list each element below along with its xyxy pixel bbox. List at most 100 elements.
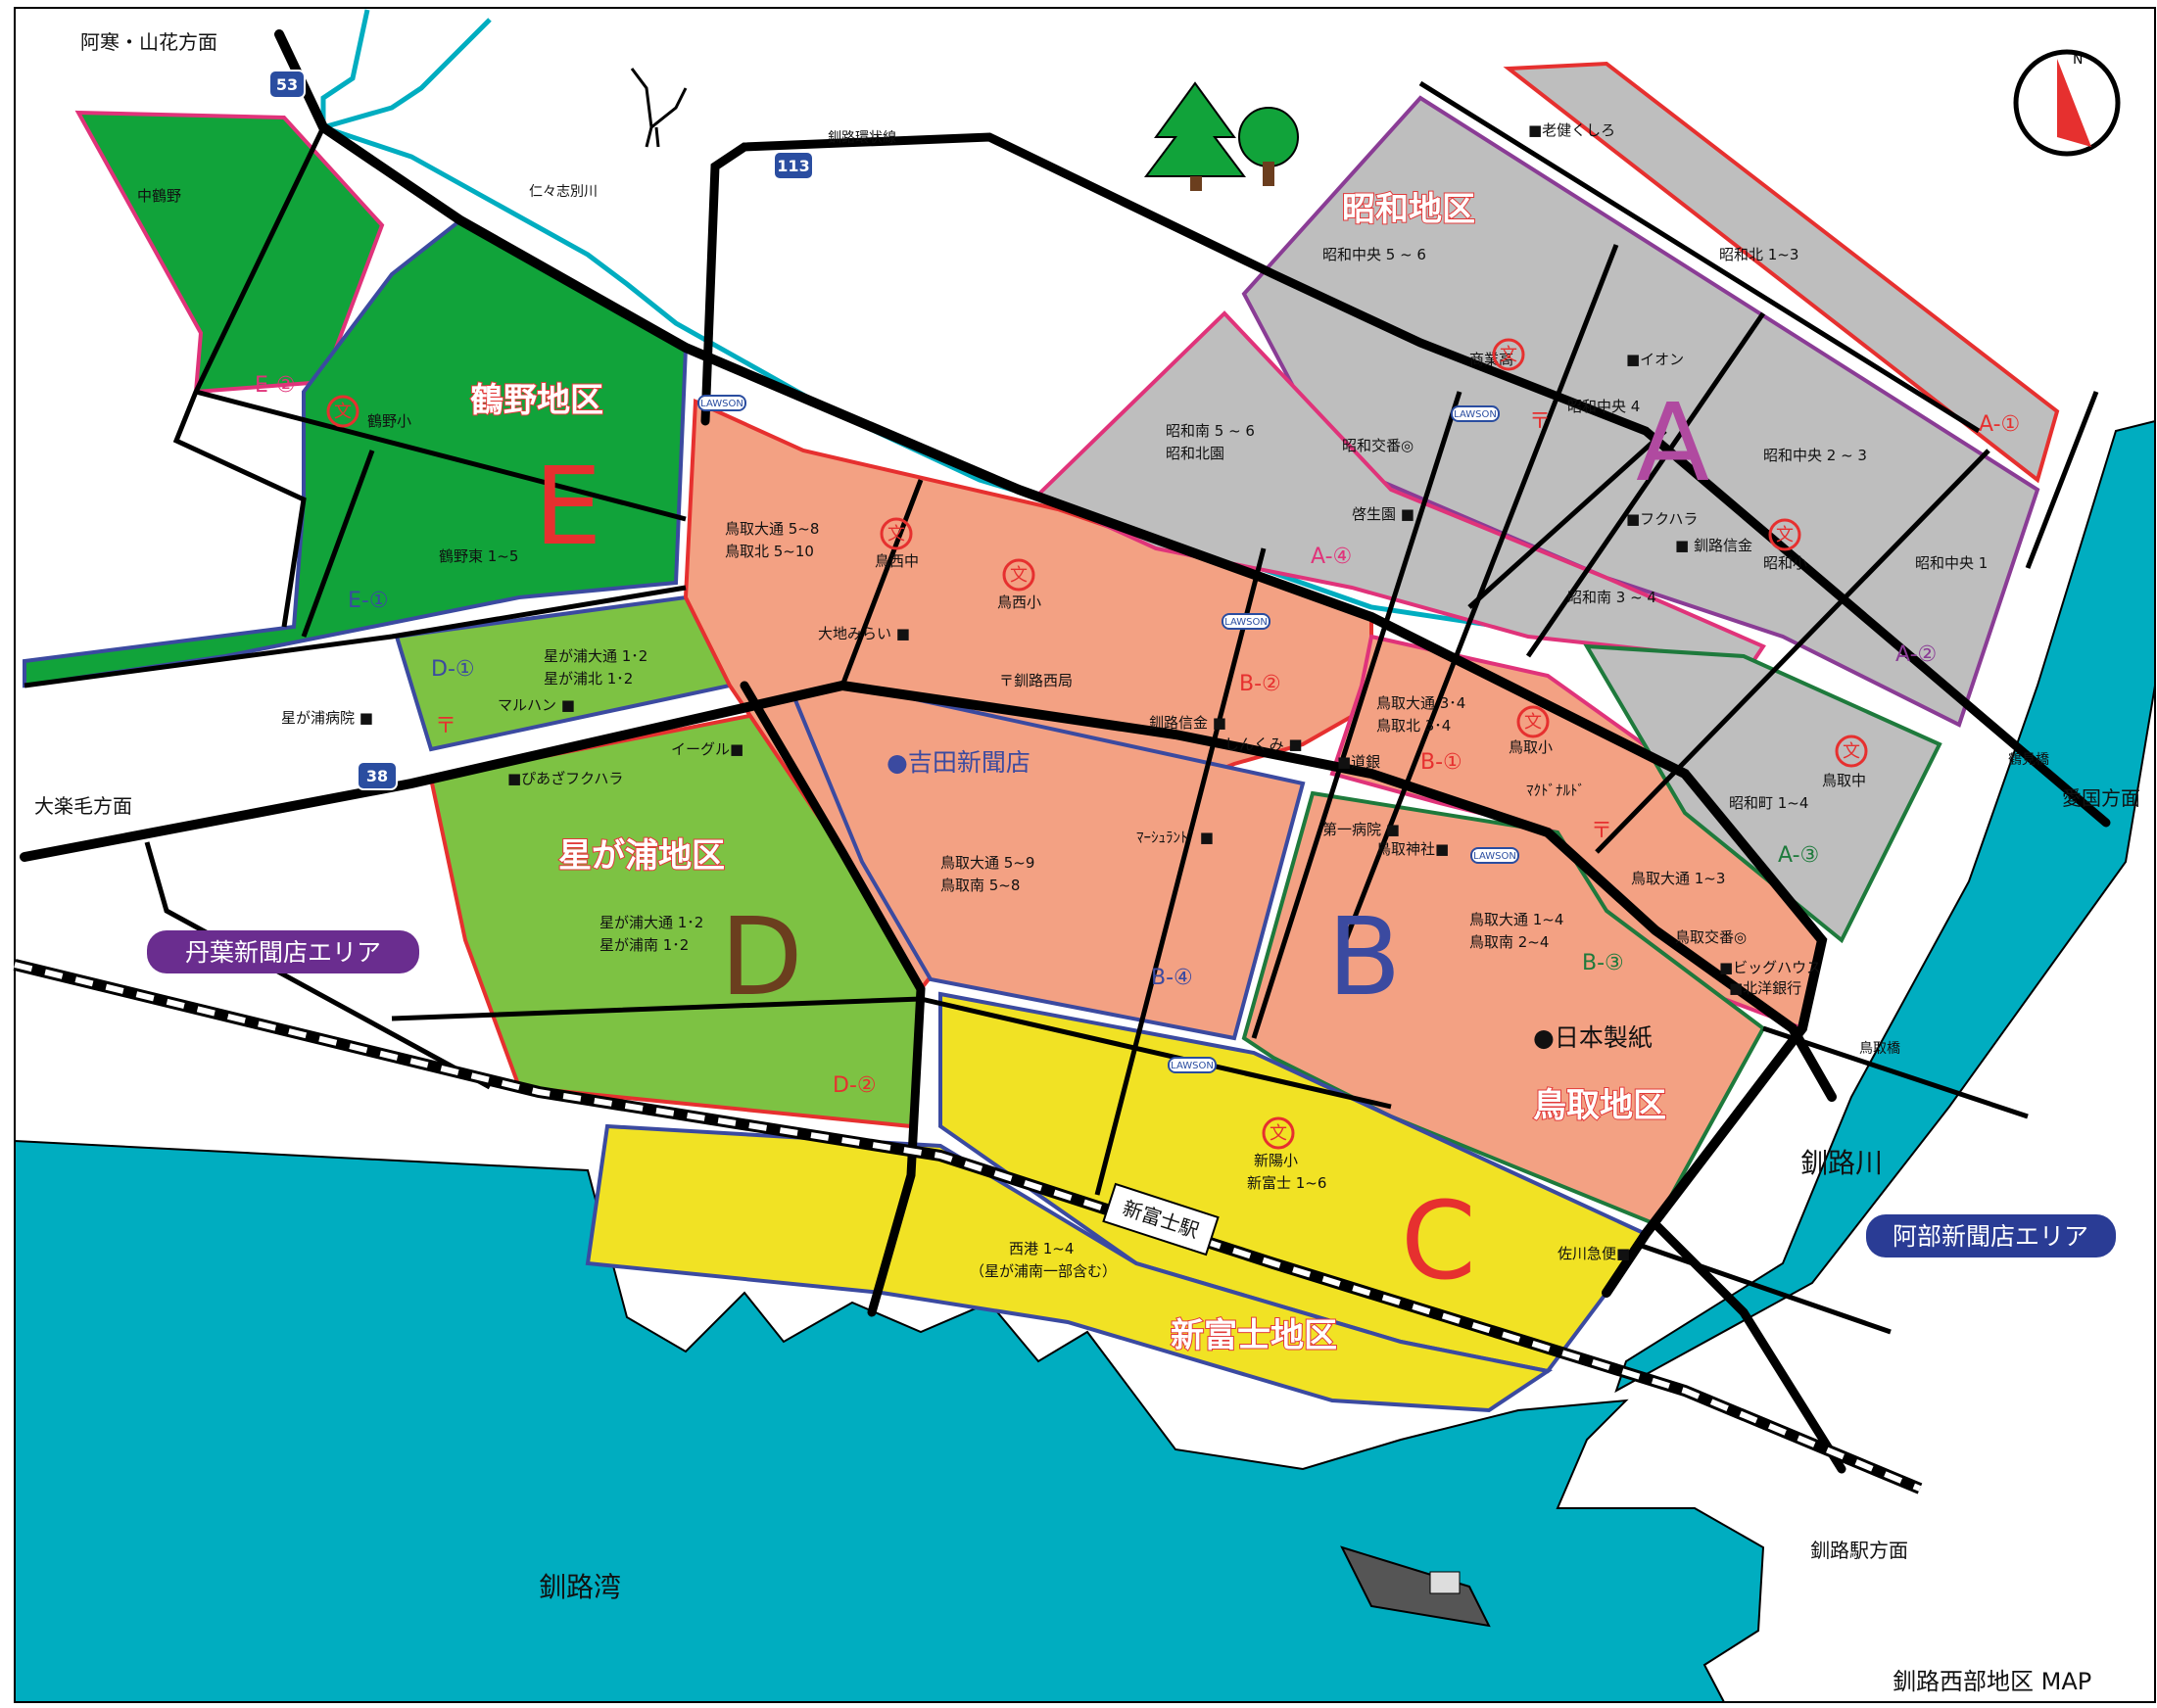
svg-text:鶴見橋: 鶴見橋 bbox=[2008, 751, 2049, 768]
svg-text:■ぴあざフクハラ: ■ぴあざフクハラ bbox=[507, 770, 623, 787]
svg-text:〒: 〒 bbox=[1529, 409, 1551, 434]
svg-text:商業高: 商業高 bbox=[1469, 351, 1513, 368]
svg-text:〒: 〒 bbox=[435, 714, 456, 738]
district-letter-c: C bbox=[1401, 1178, 1476, 1304]
district-a3 bbox=[1583, 643, 1942, 944]
svg-text:昭和南 3 ~ 4: 昭和南 3 ~ 4 bbox=[1567, 589, 1656, 606]
subarea-d1: D-① bbox=[431, 657, 475, 682]
svg-text:●吉田新聞店: ●吉田新聞店 bbox=[887, 748, 1031, 777]
subarea-a3: A-③ bbox=[1778, 843, 1819, 868]
svg-text:■道銀: ■道銀 bbox=[1337, 753, 1380, 771]
svg-text:LAWSON: LAWSON bbox=[1171, 1061, 1214, 1071]
svg-text:釧路駅方面: 釧路駅方面 bbox=[1810, 1539, 1908, 1562]
svg-text:昭和中央 4: 昭和中央 4 bbox=[1567, 398, 1640, 415]
svg-text:LAWSON: LAWSON bbox=[1473, 851, 1516, 862]
ship-illustration bbox=[1340, 1545, 1491, 1628]
map-title: 釧路西部地区 MAP bbox=[1893, 1668, 2091, 1695]
svg-text:■フクハラ: ■フクハラ bbox=[1626, 510, 1698, 528]
district-name-c: 新富士地区 bbox=[1171, 1316, 1337, 1355]
subarea-e2: E-② bbox=[255, 373, 296, 398]
svg-text:昭和交番◎: 昭和交番◎ bbox=[1342, 437, 1414, 454]
svg-text:鳥取南 2~4: 鳥取南 2~4 bbox=[1469, 933, 1549, 951]
district-a1 bbox=[1503, 61, 2060, 484]
place-labels: ■老健くしろ ■イオン 商業高 昭和交番◎ 啓生園 ■ ■フクハラ ■ 釧路信金… bbox=[281, 121, 1866, 1262]
svg-text:昭和町 1~4: 昭和町 1~4 bbox=[1729, 794, 1808, 812]
svg-text:鳥取南 5~8: 鳥取南 5~8 bbox=[940, 877, 1020, 894]
svg-text:鶴野小: 鶴野小 bbox=[367, 412, 411, 430]
svg-text:釧路川: 釧路川 bbox=[1800, 1147, 1883, 1179]
district-c bbox=[938, 991, 1649, 1374]
svg-text:釧路信金 ■: 釧路信金 ■ bbox=[1149, 714, 1226, 732]
district-letter-b: B bbox=[1327, 894, 1401, 1020]
svg-text:〒釧路西局: 〒釧路西局 bbox=[999, 672, 1073, 689]
svg-text:昭和小: 昭和小 bbox=[1763, 554, 1807, 572]
svg-text:星が浦大通 1･2: 星が浦大通 1･2 bbox=[599, 914, 703, 931]
svg-text:■ 釧路信金: ■ 釧路信金 bbox=[1675, 537, 1752, 554]
post-office-markers: 〒 〒 〒 bbox=[435, 409, 1612, 843]
lawson-markers: LAWSON LAWSON LAWSON LAWSON LAWSON bbox=[697, 395, 1519, 1073]
svg-text:文: 文 bbox=[1500, 345, 1517, 365]
svg-text:ﾏｸﾄﾞﾅﾙﾄﾞ: ﾏｸﾄﾞﾅﾙﾄﾞ bbox=[1526, 782, 1585, 799]
svg-text:第一病院 ■: 第一病院 ■ bbox=[1322, 821, 1400, 838]
area-labels: 昭和北 1~3 昭和中央 5 ~ 6 昭和中央 4 昭和中央 2 ~ 3 昭和中… bbox=[137, 187, 1988, 1280]
subarea-e1: E-① bbox=[348, 589, 389, 613]
svg-text:阿部新聞店エリア: 阿部新聞店エリア bbox=[1893, 1222, 2088, 1251]
district-name-b: 鳥取地区 bbox=[1533, 1086, 1666, 1125]
route-38-shield: 38 bbox=[357, 761, 398, 790]
svg-text:鳥取大通 1~3: 鳥取大通 1~3 bbox=[1631, 870, 1725, 887]
svg-text:イーグル■: イーグル■ bbox=[671, 740, 743, 758]
tanba-area-badge: 丹葉新聞店エリア bbox=[147, 930, 419, 973]
svg-text:仁々志別川: 仁々志別川 bbox=[529, 184, 598, 200]
svg-text:阿寒・山花方面: 阿寒・山花方面 bbox=[80, 30, 217, 54]
district-c-west bbox=[585, 1123, 1554, 1413]
svg-text:釧路環状線: 釧路環状線 bbox=[828, 130, 896, 146]
svg-text:星が浦北 1･2: 星が浦北 1･2 bbox=[544, 670, 633, 688]
svg-text:●日本製紙: ●日本製紙 bbox=[1533, 1023, 1653, 1052]
kushiro-bay bbox=[14, 1139, 1765, 1703]
subarea-d2: D-② bbox=[833, 1073, 877, 1098]
svg-text:丹葉新聞店エリア: 丹葉新聞店エリア bbox=[185, 938, 381, 967]
svg-text:（星が浦南一部含む）: （星が浦南一部含む） bbox=[970, 1262, 1117, 1280]
subarea-b3: B-③ bbox=[1582, 951, 1624, 975]
svg-text:昭和北園: 昭和北園 bbox=[1166, 445, 1224, 462]
svg-text:■イオン: ■イオン bbox=[1626, 351, 1684, 368]
svg-text:38: 38 bbox=[366, 767, 388, 785]
svg-text:■老健くしろ: ■老健くしろ bbox=[1528, 121, 1615, 139]
svg-text:LAWSON: LAWSON bbox=[700, 399, 743, 409]
svg-text:星が浦南 1･2: 星が浦南 1･2 bbox=[599, 936, 689, 954]
svg-text:文: 文 bbox=[1270, 1123, 1287, 1144]
district-letter-a: A bbox=[1636, 380, 1709, 505]
district-letter-d: D bbox=[720, 894, 803, 1020]
svg-text:昭和南 5 ~ 6: 昭和南 5 ~ 6 bbox=[1166, 422, 1255, 440]
svg-text:しんくみ ■: しんくみ ■ bbox=[1224, 735, 1303, 753]
svg-text:マルハン ■: マルハン ■ bbox=[498, 696, 575, 714]
direction-labels: 阿寒・山花方面 大楽毛方面 愛国方面 釧路駅方面 釧路湾 釧路川 仁々志別川 釧… bbox=[34, 30, 2140, 1603]
svg-text:新陽小: 新陽小 bbox=[1254, 1152, 1298, 1169]
svg-text:鳥取神社■: 鳥取神社■ bbox=[1376, 840, 1449, 858]
svg-text:鳥取北 5~10: 鳥取北 5~10 bbox=[725, 543, 814, 560]
district-letter-e: E bbox=[534, 444, 602, 569]
svg-text:鳥取北 3･4: 鳥取北 3･4 bbox=[1376, 717, 1451, 735]
svg-text:昭和中央 2 ~ 3: 昭和中央 2 ~ 3 bbox=[1763, 447, 1867, 464]
route-53-shield: 53 bbox=[268, 70, 306, 99]
svg-text:文: 文 bbox=[1524, 712, 1542, 733]
svg-text:ﾏｰｼｭﾗﾝﾄﾞ ■: ﾏｰｼｭﾗﾝﾄﾞ ■ bbox=[1136, 829, 1214, 846]
subarea-a2: A-② bbox=[1895, 642, 1937, 667]
svg-text:中鶴野: 中鶴野 bbox=[137, 187, 181, 205]
svg-text:鳥取交番◎: 鳥取交番◎ bbox=[1675, 928, 1747, 946]
main-roads bbox=[20, 29, 2111, 1474]
svg-text:鳥取橋: 鳥取橋 bbox=[1859, 1041, 1900, 1057]
minor-roads bbox=[24, 80, 2099, 1335]
kushiro-river bbox=[1614, 419, 2156, 1394]
subarea-b2: B-② bbox=[1239, 672, 1281, 696]
svg-text:鶴野東 1~5: 鶴野東 1~5 bbox=[439, 547, 518, 565]
svg-text:LAWSON: LAWSON bbox=[1224, 617, 1268, 628]
svg-text:昭和中央 1: 昭和中央 1 bbox=[1915, 554, 1988, 572]
svg-text:■ビッグハウス: ■ビッグハウス bbox=[1719, 959, 1821, 976]
svg-text:星が浦大通 1･2: 星が浦大通 1･2 bbox=[544, 647, 647, 665]
svg-text:昭和北 1~3: 昭和北 1~3 bbox=[1719, 246, 1798, 263]
svg-text:鳥取大通 3･4: 鳥取大通 3･4 bbox=[1376, 694, 1465, 712]
railway-ties bbox=[14, 962, 1922, 1492]
